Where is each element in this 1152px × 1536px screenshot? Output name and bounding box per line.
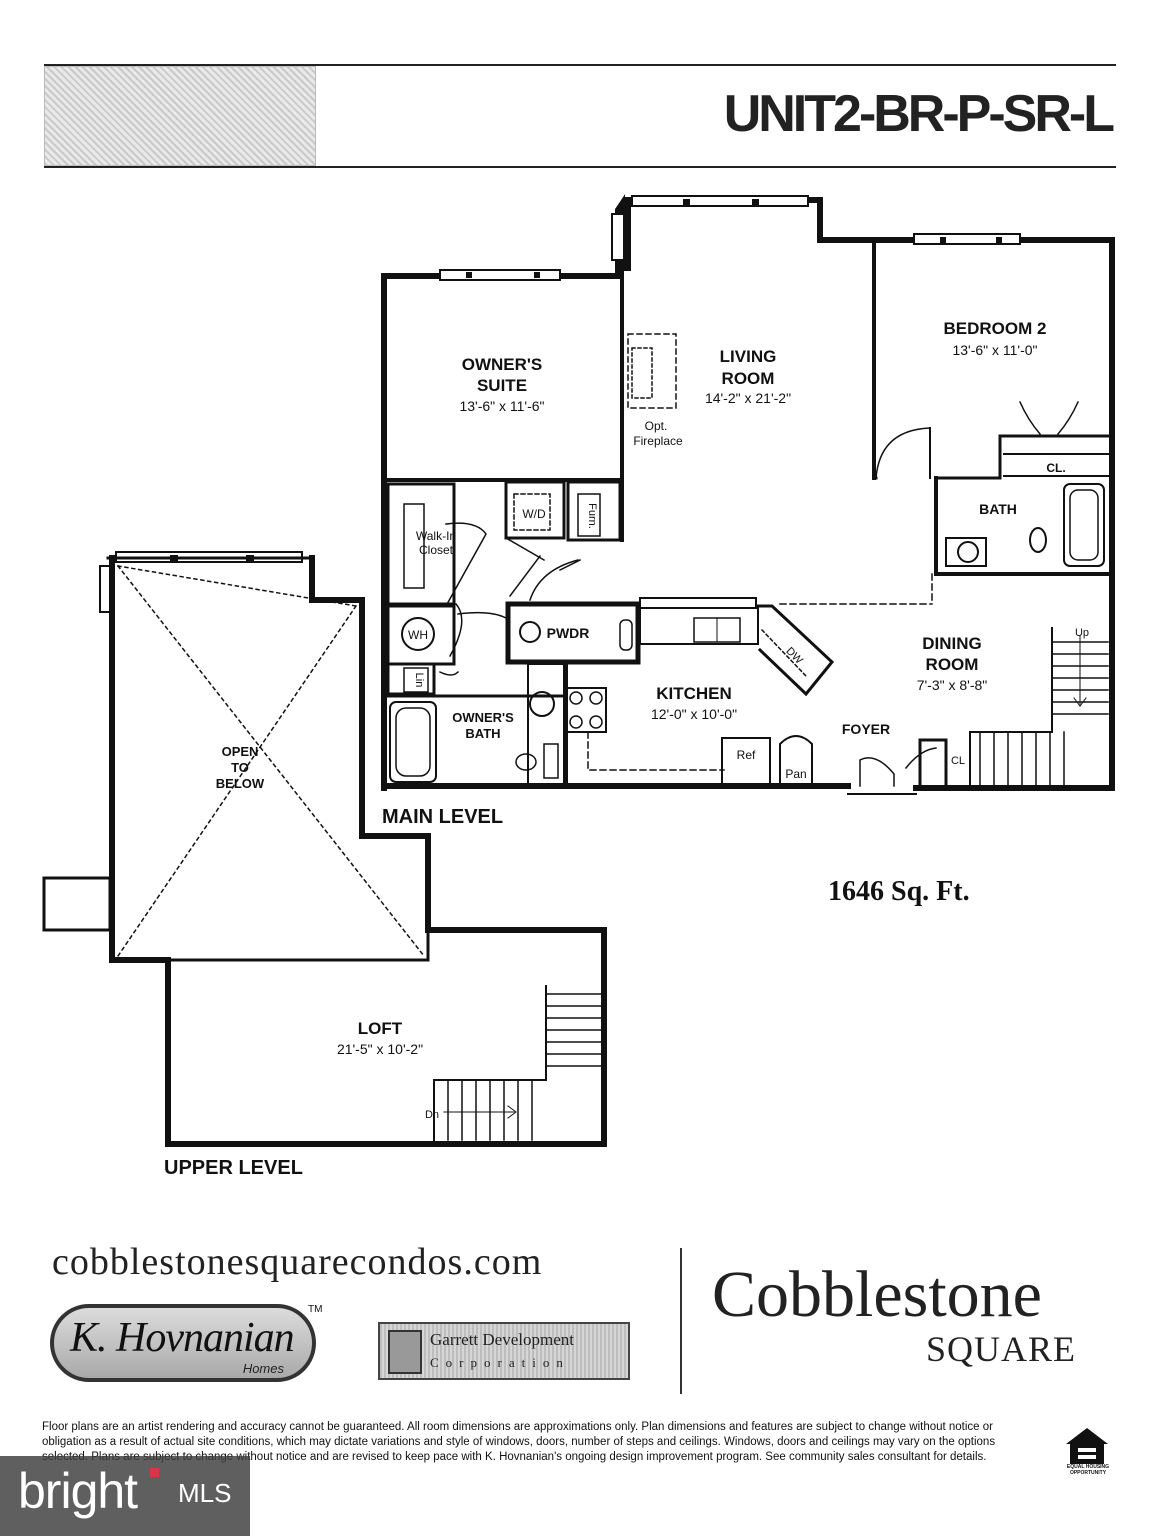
loft-label: LOFT [358, 1019, 403, 1038]
garrett-logo-name: Garrett Development [430, 1330, 574, 1349]
living-room-label-2: ROOM [722, 369, 775, 388]
powder-room-label: PWDR [547, 625, 590, 641]
walkin-closet-label: Walk-In [416, 529, 456, 543]
foyer-closet-label: CL [951, 755, 965, 767]
header-top-rule [44, 64, 1116, 66]
fireplace-label: Opt. [645, 419, 668, 433]
pantry-label: Pan [785, 767, 806, 781]
owners-suite-label-2: SUITE [477, 376, 527, 395]
foyer-label: FOYER [842, 721, 890, 737]
footer-divider [680, 1248, 682, 1394]
trademark-mark: TM [308, 1304, 323, 1315]
living-room-dims: 14'-2" x 21'-2" [705, 390, 791, 406]
bedroom2-dims: 13'-6" x 11'-0" [952, 342, 1037, 358]
cobblestone-brand: Cobblestone [712, 1258, 1042, 1331]
bright-mls-watermark: bright MLS [0, 1456, 250, 1536]
stair-up-label: Up [1075, 627, 1089, 639]
open-below-label-3: BELOW [216, 776, 265, 791]
watermark-dot-icon [150, 1468, 159, 1477]
banner-illustration [44, 66, 316, 166]
main-level-label: MAIN LEVEL [382, 806, 503, 828]
bedroom2-closet-label: CL. [1046, 461, 1065, 475]
unit-code-title: UNIT2-BR-P-SR-L [723, 85, 1115, 143]
owners-suite-label: OWNER'S [462, 355, 543, 374]
open-below-label-2: TO [231, 760, 249, 775]
furnace-label: Furn. [586, 503, 598, 529]
k-hovnanian-logo-text: K. Hovnanian [70, 1315, 295, 1361]
refrigerator-label: Ref [737, 748, 756, 762]
k-hovnanian-logo-sub: Homes [242, 1361, 284, 1376]
washer-dryer-label: W/D [522, 507, 546, 521]
equal-housing-icon [1066, 1428, 1108, 1464]
living-room-label: LIVING [720, 347, 777, 366]
dining-room-dims: 7'-3" x 8'-8" [917, 677, 988, 693]
walkin-closet-label-2: Closet [419, 543, 454, 557]
garrett-logo-corp: Corporation [430, 1355, 570, 1370]
bath-label: BATH [979, 501, 1017, 517]
disclaimer-text: Floor plans are an artist rendering and … [42, 1421, 996, 1463]
k-hovnanian-logo: K. Hovnanian Homes [50, 1304, 316, 1382]
fireplace-label-2: Fireplace [633, 434, 683, 448]
watermark-brand: bright [18, 1463, 138, 1519]
bedroom2-label: BEDROOM 2 [944, 319, 1047, 338]
dishwasher-label: DW [783, 645, 805, 667]
main-outer-wall [381, 194, 1115, 791]
cobblestone-brand-sub: SQUARE [926, 1329, 1077, 1369]
equal-housing-text: EQUAL HOUSING OPPORTUNITY [1066, 1464, 1110, 1476]
website-url[interactable]: cobblestonesquarecondos.com [52, 1241, 543, 1283]
water-heater-label: WH [408, 628, 428, 642]
watermark-mls: MLS [178, 1478, 232, 1508]
square-footage: 1646 Sq. Ft. [828, 876, 970, 907]
dining-room-label: DINING [922, 634, 982, 653]
header-bottom-rule [44, 166, 1116, 168]
garrett-building-icon [388, 1330, 422, 1374]
open-below-label: OPEN [222, 744, 259, 759]
owners-suite-dims: 13'-6" x 11'-6" [459, 398, 544, 414]
dining-room-label-2: ROOM [926, 655, 979, 674]
stair-down-label: Dn [425, 1109, 439, 1121]
upper-level-label: UPPER LEVEL [164, 1157, 303, 1179]
garrett-development-logo: Garrett Development Corporation [378, 1322, 630, 1380]
kitchen-label: KITCHEN [656, 684, 732, 703]
owners-bath-label-2: BATH [465, 726, 500, 741]
linen-label: Lin [413, 673, 425, 688]
loft-dims: 21'-5" x 10'-2" [337, 1041, 423, 1057]
kitchen-dims: 12'-0" x 10'-0" [651, 706, 737, 722]
owners-bath-label: OWNER'S [452, 710, 514, 725]
